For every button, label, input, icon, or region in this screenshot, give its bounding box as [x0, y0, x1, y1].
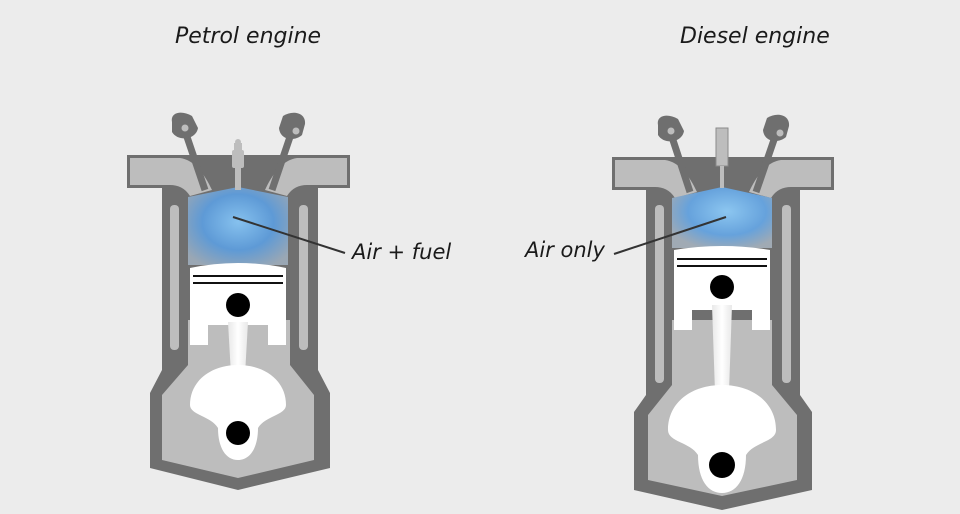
petrol-engine [127, 112, 350, 490]
petrol-crank-pin [226, 421, 250, 445]
petrol-wall-left [170, 205, 179, 350]
petrol-crankshaft [190, 322, 286, 460]
diesel-piston [674, 246, 770, 330]
petrol-wall-right [299, 205, 308, 350]
diesel-exhaust-port [749, 160, 831, 198]
petrol-label-leader [232, 216, 346, 254]
diesel-crank-pin [709, 452, 735, 478]
diesel-intake-port [615, 160, 697, 198]
diesel-crankshaft [668, 305, 776, 493]
diesel-engine [612, 114, 834, 510]
diesel-wall-left [655, 205, 664, 383]
diesel-chamber-label: Air only [525, 238, 605, 262]
petrol-wrist-pin [226, 293, 250, 317]
diesel-wrist-pin [710, 275, 734, 299]
petrol-engine-title: Petrol engine [175, 24, 322, 49]
spark-plug-icon [232, 139, 244, 190]
petrol-intake-port [130, 158, 212, 196]
petrol-exhaust-valve [268, 112, 306, 192]
diesel-intake-valve [657, 115, 694, 194]
diesel-engine-title: Diesel engine [680, 24, 830, 49]
fuel-injector-icon [715, 127, 729, 188]
diesel-label-leader [613, 216, 727, 255]
petrol-exhaust-port [265, 158, 347, 196]
petrol-piston [190, 263, 286, 345]
petrol-combustion-chamber [188, 187, 288, 265]
diesel-wall-right [782, 205, 791, 383]
diesel-exhaust-valve [752, 114, 790, 194]
petrol-intake-valve [171, 112, 209, 192]
petrol-chamber-label: Air + fuel [352, 240, 452, 264]
